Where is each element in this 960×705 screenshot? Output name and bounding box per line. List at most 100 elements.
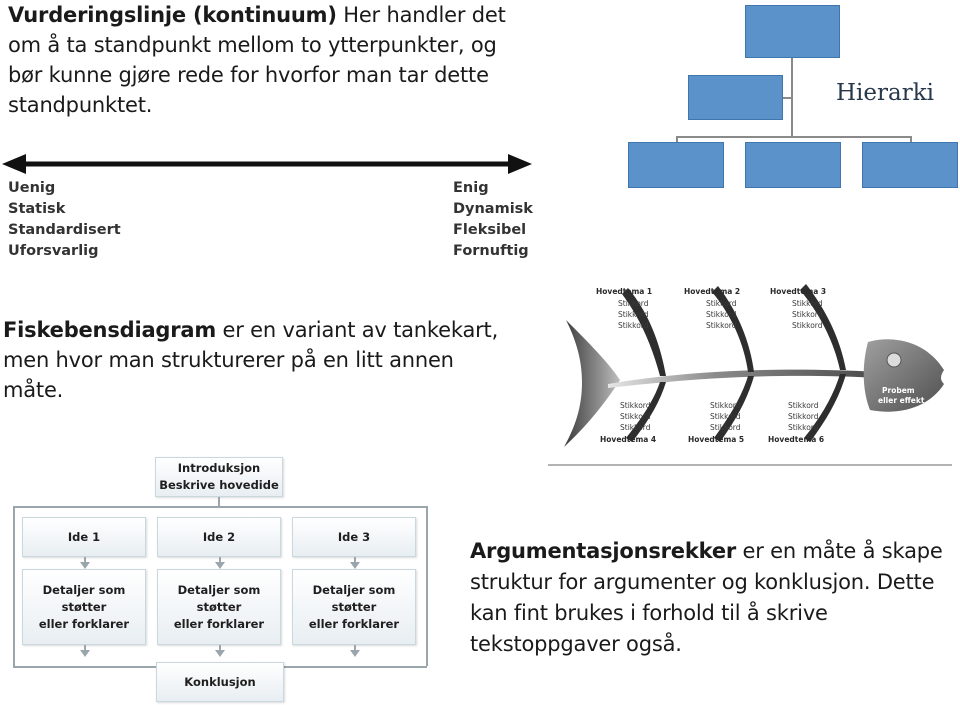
vurdering-text-3: bør kunne gjøre rede for hvorfor man tar… <box>8 63 489 87</box>
fish-eye <box>886 352 902 368</box>
vurdering-text-1: Her handler det <box>343 3 506 27</box>
fish-keyword: Stikkord <box>620 412 651 421</box>
fish-keyword: Stikkord <box>706 310 737 319</box>
argument-connector <box>84 645 86 651</box>
argument-text-1: er en måte å skape <box>742 539 943 563</box>
argument-description: Argumentasjonsrekker er en måte å skape … <box>470 536 960 660</box>
argument-connector <box>354 557 356 563</box>
fish-keyword: Stikkord <box>710 423 741 432</box>
hierarki-connector <box>676 136 912 138</box>
left-label: Standardisert <box>8 222 121 238</box>
vurdering-title: Vurderingslinje (kontinuum) <box>8 3 337 27</box>
right-label: Fleksibel <box>453 222 527 238</box>
hierarki-connector <box>910 136 912 142</box>
fish-head-label-1: Probem <box>882 386 915 395</box>
argument-detail-line-1: Detaljer som støtter <box>177 582 261 614</box>
hierarki-bottom-box <box>862 142 958 188</box>
fish-theme-title: Hovedtema 2 <box>684 287 740 296</box>
fish-keyword: Stikkord <box>618 321 649 330</box>
argument-arrow <box>350 650 360 657</box>
fish-keyword: Stikkord <box>792 299 823 308</box>
vurdering-line-1: Vurderingslinje (kontinuum) Her handler … <box>8 0 528 30</box>
vurdering-text-4: standpunktet. <box>8 93 153 117</box>
fiskebein-line-1: Fiskebensdiagram er en variant av tankek… <box>3 315 543 345</box>
fish-rib <box>622 288 666 376</box>
argument-connector <box>13 506 427 508</box>
fiskebein-text-2: men hvor man strukturerer på en litt ann… <box>3 348 454 372</box>
argument-idea-box: Ide 2 <box>157 517 281 557</box>
argument-title: Argumentasjonsrekker <box>470 539 737 563</box>
hierarki-bottom-box <box>628 142 724 188</box>
fiskebein-text-1: er en variant av tankekart, <box>222 318 499 342</box>
left-label: Uenig <box>8 180 56 196</box>
argument-conclusion-label: Konklusjon <box>184 674 256 689</box>
fish-top-theme-3: Hovedtema 3 Stikkord Stikkord Stikkord <box>770 287 826 330</box>
argument-connector <box>13 506 15 666</box>
argument-idea-box: Ide 3 <box>292 517 416 557</box>
argument-connector <box>284 666 427 668</box>
fish-keyword: Stikkord <box>788 423 819 432</box>
argument-connector <box>219 645 221 651</box>
hierarki-connector <box>676 136 678 142</box>
argument-connector <box>354 645 356 651</box>
right-label: Dynamisk <box>453 201 533 217</box>
fiskebein-description: Fiskebensdiagram er en variant av tankek… <box>3 315 543 405</box>
fishbone-diagram: Hovedtema 1 Stikkord Stikkord Stikkord H… <box>548 284 952 466</box>
argument-connector <box>84 557 86 563</box>
fish-bottom-theme-4: Stikkord Stikkord Stikkord Hovedtema 4 <box>600 401 656 444</box>
argument-idea-label: Ide 3 <box>337 529 371 544</box>
fish-keyword: Stikkord <box>788 401 819 410</box>
hierarki-bottom-box <box>745 142 841 188</box>
argument-arrow <box>215 562 225 569</box>
argument-connector <box>426 506 428 666</box>
argument-connector <box>218 497 220 507</box>
argument-text-2: struktur for argumenter og konklusjon. D… <box>470 570 935 594</box>
fish-keyword: Stikkord <box>706 299 737 308</box>
fish-keyword: Stikkord <box>706 321 737 330</box>
fish-keyword: Stikkord <box>618 310 649 319</box>
fish-keyword: Stikkord <box>620 423 651 432</box>
fish-theme-title: Hovedtema 3 <box>770 287 826 296</box>
argument-connector <box>13 666 156 668</box>
argument-detail-line-1: Detaljer som støtter <box>42 582 126 614</box>
continuum-left-labels: Uenig Statisk Standardisert Uforsvarlig <box>8 178 121 262</box>
fiskebein-text-3: måte. <box>3 378 64 402</box>
fish-keyword: Stikkord <box>618 299 649 308</box>
argument-arrow <box>80 650 90 657</box>
argument-connector <box>219 557 221 563</box>
argument-detail-box: Detaljer som støtter eller forklarer <box>22 569 146 645</box>
argument-idea-label: Ide 1 <box>67 529 101 544</box>
fiskebein-title: Fiskebensdiagram <box>3 318 217 342</box>
fish-theme-title: Hovedtema 1 <box>596 287 652 296</box>
fish-theme-title: Hovedtema 4 <box>600 435 656 444</box>
argument-arrow <box>350 562 360 569</box>
fish-keyword: Stikkord <box>710 412 741 421</box>
argument-detail-line-2: eller forklarer <box>38 616 130 631</box>
fish-rib <box>712 286 754 372</box>
argument-intro-line-1: Introduksjon <box>177 461 261 475</box>
fish-keyword: Stikkord <box>620 401 651 410</box>
fish-top-theme-2: Hovedtema 2 Stikkord Stikkord Stikkord <box>684 287 740 330</box>
argument-line-1: Argumentasjonsrekker er en måte å skape <box>470 536 960 567</box>
right-label: Fornuftig <box>453 243 529 259</box>
continuum-right-labels: Enig Dynamisk Fleksibel Fornuftig <box>453 178 533 262</box>
fish-rib <box>804 374 846 442</box>
argument-idea-box: Ide 1 <box>22 517 146 557</box>
fish-bottom-theme-6: Stikkord Stikkord Stikkord Hovedtema 6 <box>768 401 824 444</box>
continuum-arrow <box>2 154 532 174</box>
argument-text-3: kan fint brukes i forhold til å skrive <box>470 601 828 625</box>
fish-head-label-2: eller effekt <box>878 396 925 405</box>
hierarki-mid-box <box>688 75 783 120</box>
fish-spine <box>608 369 878 388</box>
argument-conclusion-box: Konklusjon <box>156 662 284 702</box>
argument-arrow <box>215 650 225 657</box>
fish-rib <box>714 376 754 442</box>
argument-idea-label: Ide 2 <box>202 529 236 544</box>
hierarki-top-box <box>745 5 840 58</box>
argument-intro-line-2: Beskrive hovedide <box>159 478 279 492</box>
fish-top-theme-1: Hovedtema 1 Stikkord Stikkord Stikkord <box>596 287 652 330</box>
fish-rib <box>626 382 666 442</box>
fish-bottom-theme-5: Stikkord Stikkord Stikkord Hovedtema 5 <box>688 401 744 444</box>
